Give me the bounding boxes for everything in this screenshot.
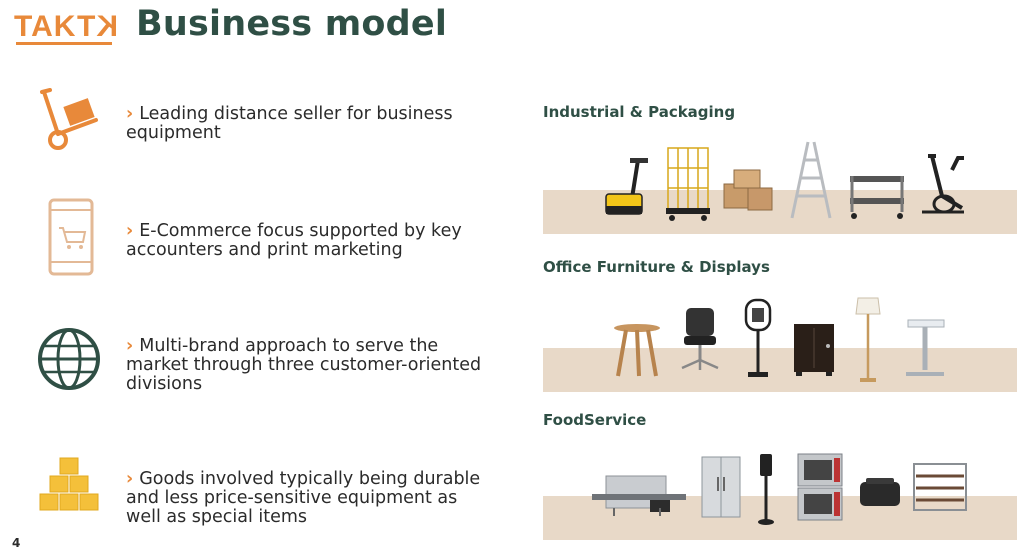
bullet-text: ›Leading distance seller for business eq… [126, 104, 453, 143]
office-chair-product [678, 306, 722, 376]
category-title-office: Office Furniture & Displays [543, 258, 770, 276]
conveyor-pizza-oven-product [590, 470, 688, 522]
category-title-foodservice: FoodService [543, 411, 647, 429]
brand-logo: TAKKT [14, 10, 119, 43]
utility-cart-product [848, 172, 906, 224]
cardboard-boxes-product [722, 168, 776, 218]
bullet-text: ›Multi-brand approach to serve the marke… [126, 336, 482, 394]
page-title: Business model [136, 4, 448, 44]
page-number: 4 [12, 536, 21, 550]
wooden-side-table-product [612, 322, 662, 382]
hand-truck-icon [36, 86, 106, 156]
logo-underline [16, 42, 112, 45]
floor-scrubber-product [602, 158, 658, 222]
category-title-industrial: Industrial & Packaging [543, 103, 736, 121]
storage-cabinet-product [792, 322, 836, 382]
double-door-refrigerator-product [700, 455, 742, 525]
globe-icon [36, 326, 106, 396]
stacked-convection-oven-product [796, 452, 844, 528]
sanitizer-stand-product [756, 452, 776, 530]
bullet-text: ›E-Commerce focus supported by key accou… [126, 221, 462, 260]
step-ladder-product [788, 140, 834, 226]
shelving-rack-product [912, 462, 968, 518]
food-pan-carrier-product [858, 476, 902, 514]
tablet-kiosk-stand-product [742, 298, 774, 384]
bullet-text: ›Goods involved typically being durable … [126, 469, 481, 527]
roll-cage-product [664, 144, 712, 226]
smartphone-cart-icon [36, 198, 106, 276]
exercise-bike-product [918, 152, 968, 220]
standing-desk-product [902, 318, 948, 382]
stacked-boxes-icon [36, 456, 106, 526]
floor-lamp-product [854, 296, 882, 388]
